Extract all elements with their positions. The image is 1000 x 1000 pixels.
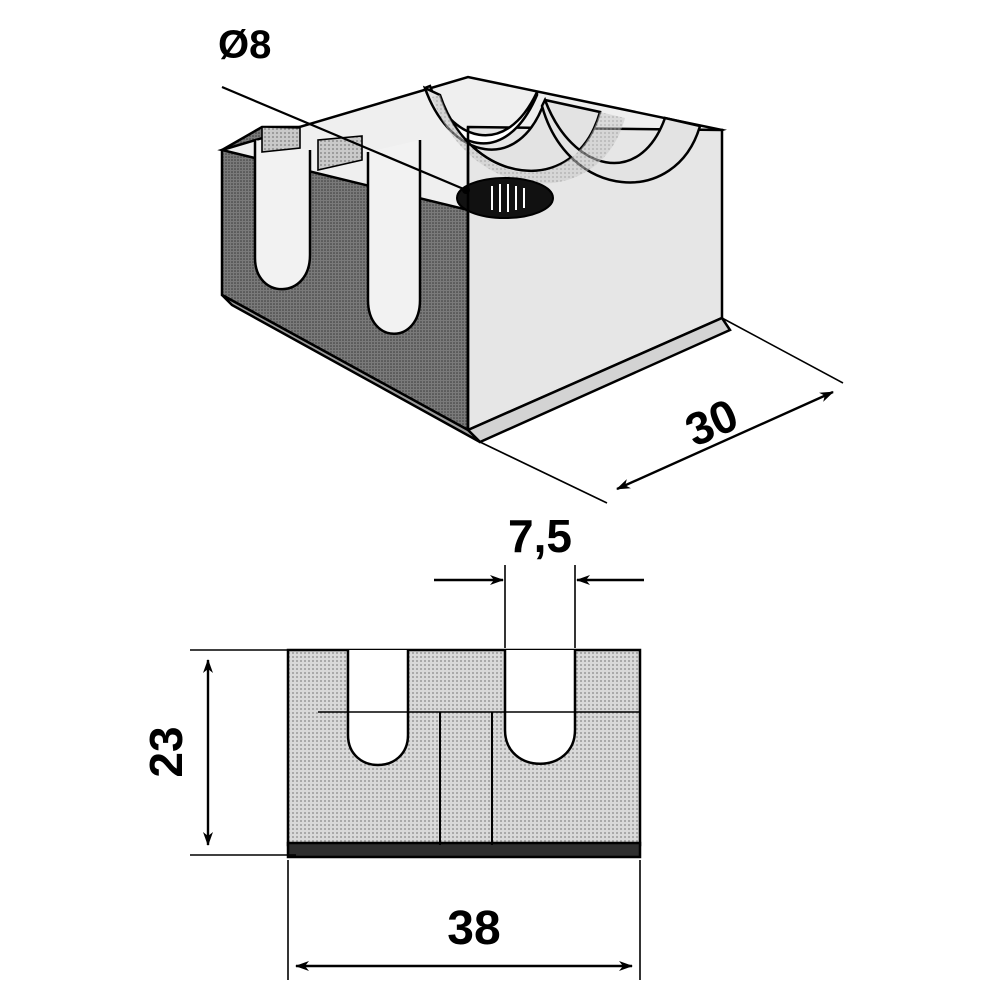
front-body	[286, 648, 642, 847]
front-slot-left	[346, 650, 410, 767]
dim-height-23: 23	[140, 649, 296, 856]
hole-detail	[456, 177, 554, 219]
dim-slot-width-label: 7,5	[508, 510, 572, 562]
front-slot-right	[503, 650, 577, 765]
iso-slot-group	[253, 84, 702, 335]
front-view: 23 7,5 38	[140, 510, 644, 980]
dim-width-38: 38	[287, 860, 641, 980]
hole-diameter-leader	[221, 85, 470, 194]
dim-slot-width-7-5: 7,5	[434, 510, 644, 648]
front-center-lines	[318, 711, 640, 845]
front-base-strip	[286, 841, 642, 859]
dim-depth-label: 30	[678, 388, 746, 456]
dim-height-label: 23	[140, 726, 192, 777]
dim-width-label: 38	[447, 902, 500, 955]
dim-hole-diameter-label: Ø8	[218, 23, 271, 67]
isometric-view: Ø8 30	[217, 23, 844, 504]
